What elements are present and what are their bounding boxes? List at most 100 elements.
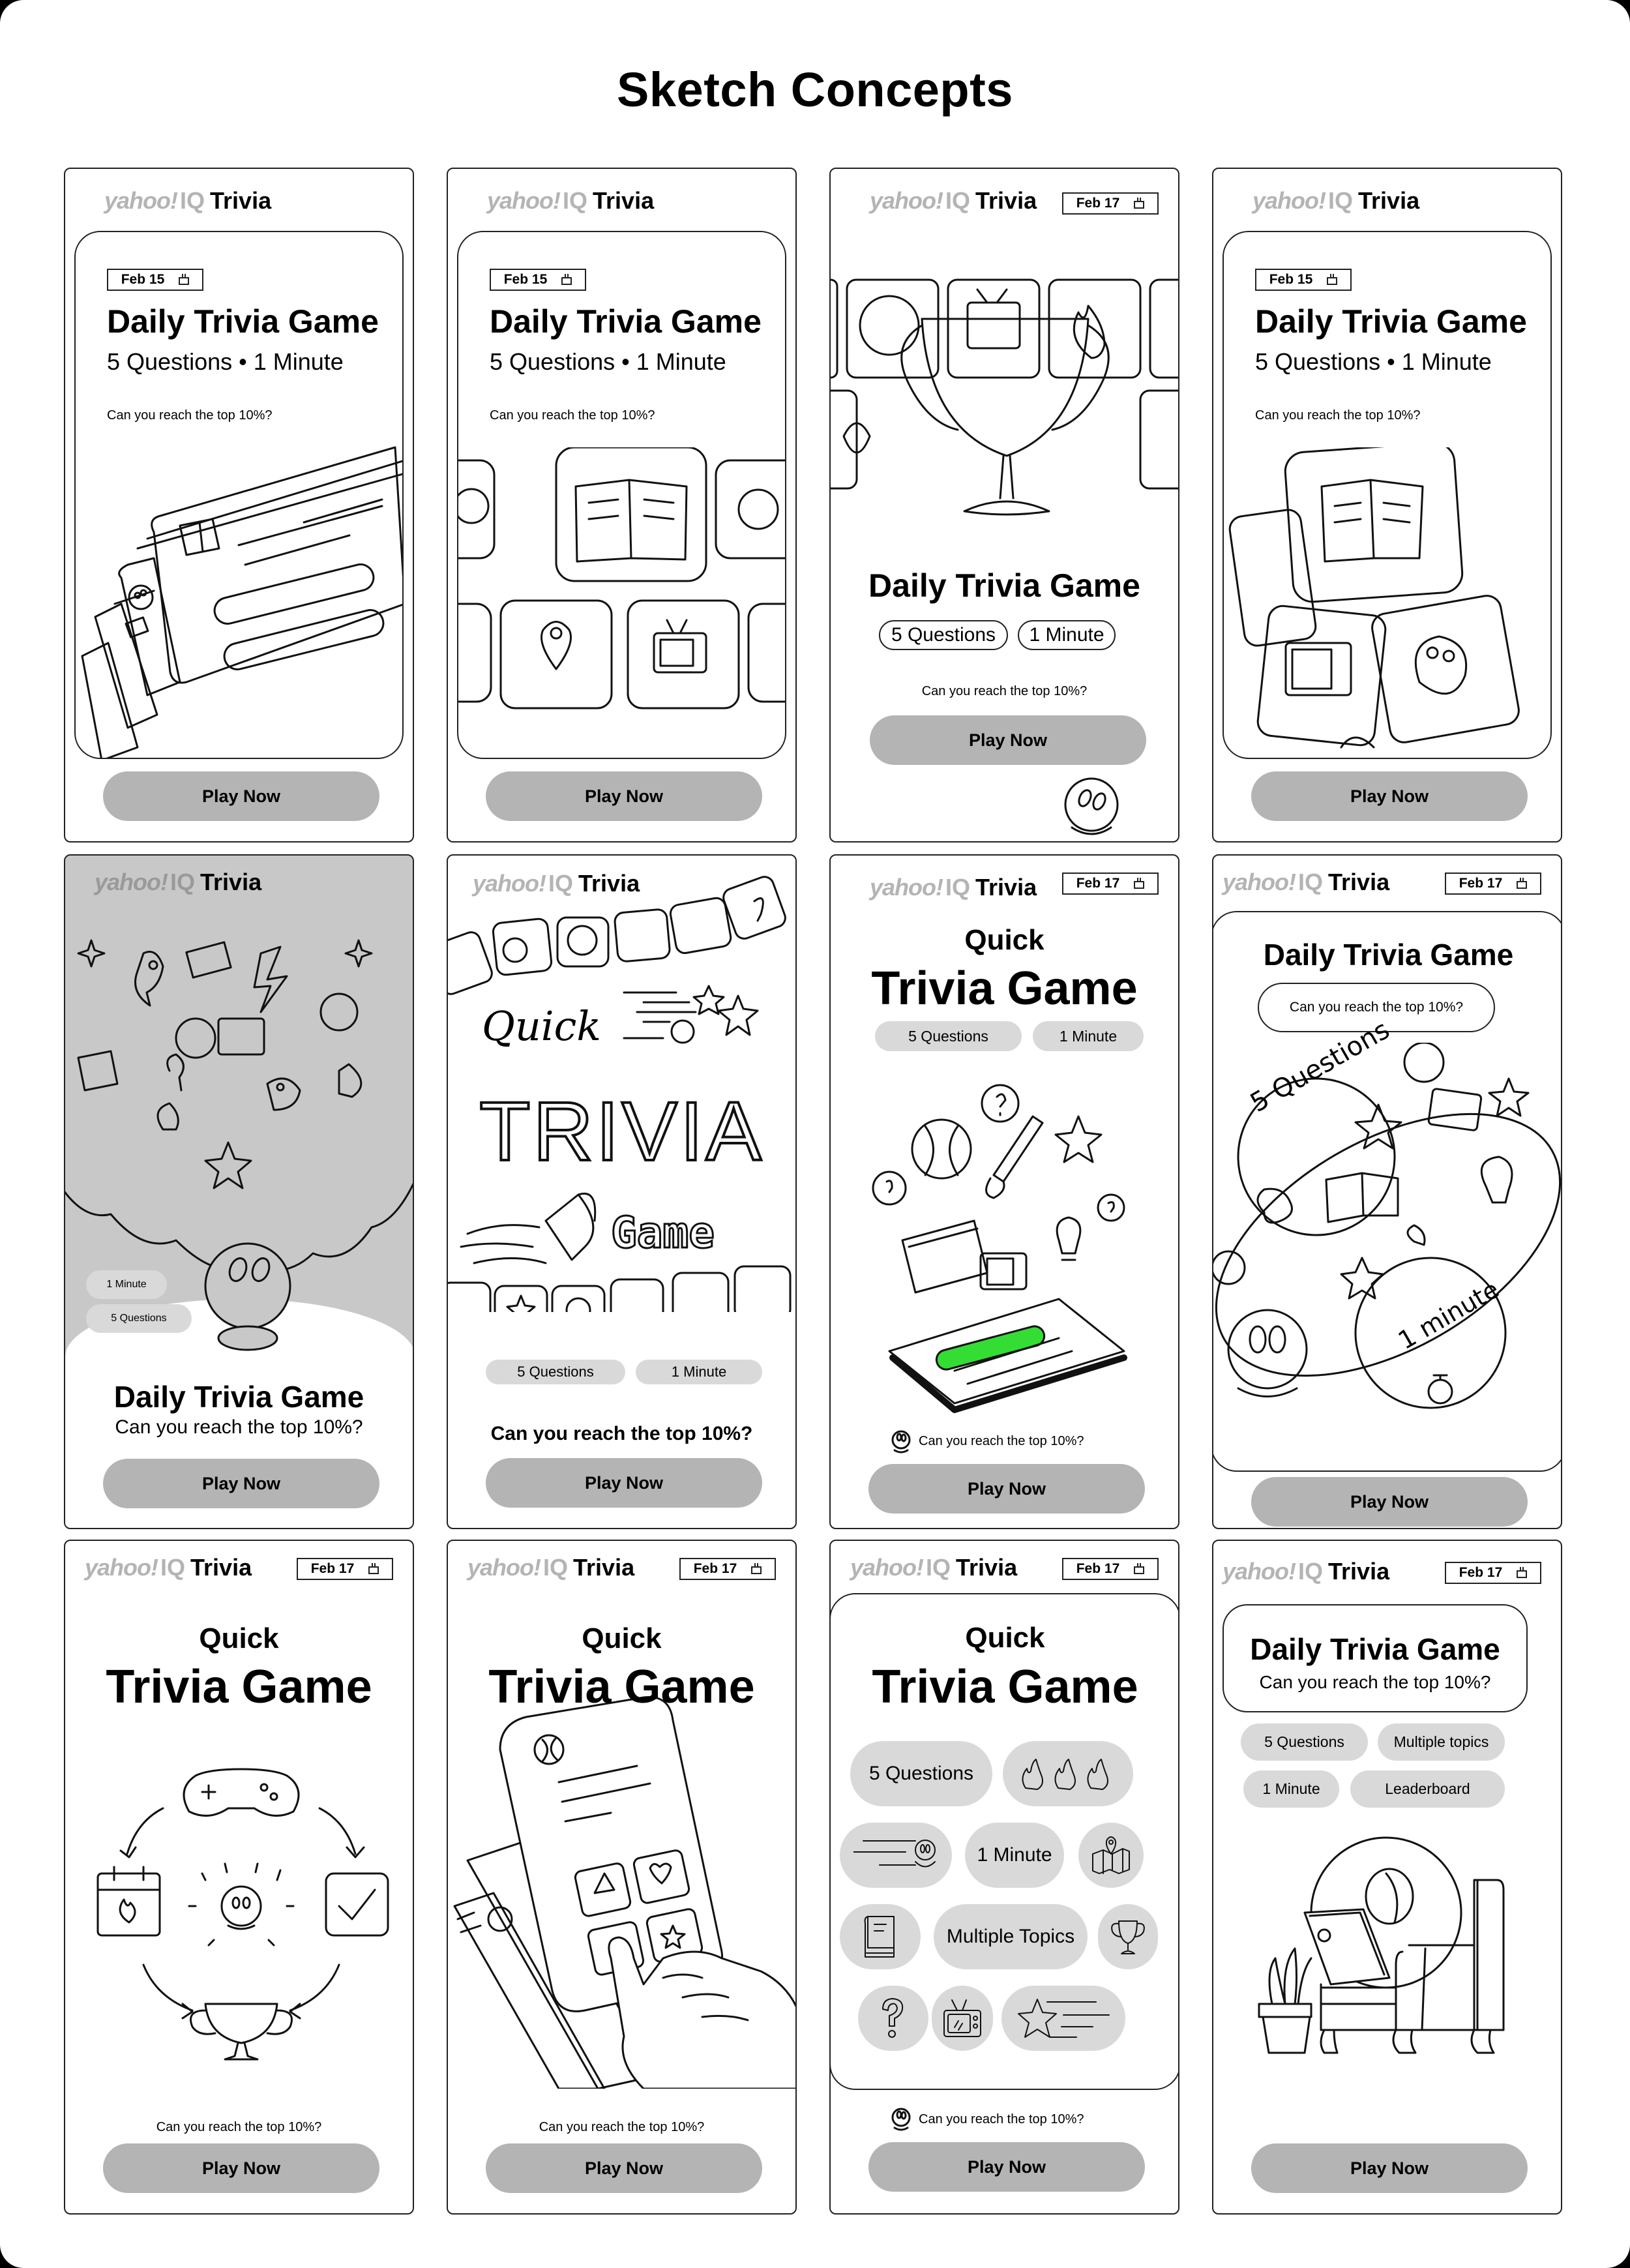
date-label: Feb 17 (310, 1561, 355, 1576)
iq-wordmark: IQ (945, 187, 971, 214)
date-badge[interactable]: Feb 17 (1062, 1558, 1159, 1580)
iq-wordmark: IQ (543, 1554, 569, 1581)
trivia-wordmark: Trivia (593, 187, 655, 214)
trophy-pill (1098, 1904, 1158, 1969)
date-badge[interactable]: Feb 15 (490, 269, 586, 291)
minute-pill: 1 Minute (1033, 1021, 1144, 1051)
date-badge[interactable]: Feb 17 (1445, 873, 1541, 895)
minute-pill: 1 Minute (1243, 1770, 1339, 1808)
play-now-button[interactable]: Play Now (486, 771, 762, 821)
date-label: Feb 17 (1076, 196, 1120, 211)
date-badge[interactable]: Feb 15 (107, 269, 203, 291)
play-now-button[interactable]: Play Now (868, 1464, 1145, 1514)
crystal-ball-icon (204, 1242, 291, 1351)
date-badge[interactable]: Feb 17 (1062, 873, 1159, 895)
trivia-wordmark: Trivia (578, 870, 640, 897)
fire-icon (1022, 1759, 1108, 1790)
questions-pill: 5 Questions (850, 1741, 992, 1806)
play-now-button[interactable]: Play Now (1251, 2143, 1528, 2193)
iq-wordmark: IQ (926, 1554, 951, 1581)
yahoo-wordmark: yahoo! (85, 1554, 158, 1581)
iq-wordmark: IQ (945, 874, 971, 901)
trivia-wordmark: Trivia (573, 1554, 635, 1581)
iq-wordmark: IQ (160, 1554, 186, 1581)
date-label: Feb 15 (503, 272, 548, 287)
play-now-button[interactable]: Play Now (1251, 1477, 1528, 1527)
tv-icon (943, 1999, 981, 2037)
tagline: Can you reach the top 10%? (919, 1434, 1084, 1448)
date-badge[interactable]: Feb 15 (1255, 269, 1352, 291)
date-label: Feb 15 (121, 272, 165, 287)
play-now-button[interactable]: Play Now (868, 2142, 1145, 2192)
game-lettering: Game (610, 1207, 716, 1259)
trivia-wordmark: Trivia (210, 187, 272, 214)
hand-phone-illustration (453, 1695, 795, 2089)
minute-pill: 1 Minute (1018, 620, 1116, 650)
iq-wordmark: IQ (1298, 1558, 1324, 1585)
play-now-button[interactable]: Play Now (486, 2143, 762, 2193)
date-badge[interactable]: Feb 17 (297, 1558, 393, 1580)
trivia-wordmark: Trivia (1358, 187, 1420, 214)
yahoo-wordmark: yahoo! (850, 1554, 924, 1581)
yahoo-wordmark: yahoo! (1222, 869, 1296, 895)
quick-label: Quick (964, 924, 1045, 956)
trivia-wordmark: Trivia (956, 1554, 1018, 1581)
play-now-button[interactable]: Play Now (870, 715, 1146, 765)
crystal-ball-icon (853, 1840, 936, 1868)
calendar-icon (179, 274, 190, 285)
date-badge[interactable]: Feb 17 (679, 1558, 776, 1580)
questions-pill: 5 Questions (1241, 1723, 1368, 1761)
hero-panel: Feb 15 Daily Trivia Game 5 Questions • 1… (1222, 231, 1552, 759)
calendar-icon (561, 274, 572, 285)
date-badge[interactable]: Feb 17 (1062, 192, 1159, 215)
play-now-button[interactable]: Play Now (103, 771, 379, 821)
book-pill (840, 1904, 921, 1969)
date-badge[interactable]: Feb 17 (1445, 1562, 1541, 1584)
trivia-wordmark: Trivia (200, 869, 262, 895)
trivia-wordmark: Trivia (975, 187, 1037, 214)
calendar-icon (1517, 878, 1528, 889)
iq-wordmark: IQ (548, 870, 574, 897)
game-meta: 5 Questions • 1 Minute (1255, 348, 1492, 375)
cycle-illustration (96, 1768, 389, 2061)
tagline: Can you reach the top 10%? (1255, 408, 1421, 423)
leaderboard-pill: Leaderboard (1350, 1770, 1505, 1808)
calendar-icon (1517, 1567, 1528, 1578)
calendar-icon (1134, 198, 1145, 209)
game-title: Daily Trivia Game (1263, 938, 1514, 972)
yahoo-wordmark: yahoo! (473, 870, 546, 897)
play-now-button[interactable]: Play Now (486, 1458, 762, 1508)
icon-tiles-illustration (458, 447, 785, 709)
hero-panel: Feb 15 Daily Trivia Game 5 Questions • 1… (457, 231, 786, 759)
play-now-button[interactable]: Play Now (1251, 771, 1528, 821)
tagline: Can you reach the top 10%? (490, 1423, 753, 1444)
yahoo-wordmark: yahoo! (487, 187, 561, 214)
tagline: Can you reach the top 10%? (919, 2112, 1084, 2126)
tv-pill (932, 1986, 993, 2051)
yahoo-wordmark: yahoo! (870, 187, 943, 214)
play-now-button[interactable]: Play Now (103, 1459, 379, 1508)
speed-ball-pill (840, 1823, 952, 1888)
page-title: Sketch Concepts (617, 63, 1013, 117)
calendar-icon (1134, 1563, 1145, 1574)
star-pill (1001, 1986, 1125, 2051)
questions-pill: 5 Questions (879, 620, 1008, 650)
hero-panel: Quick Trivia Game 5 Questions 1 Minute (831, 1593, 1178, 2090)
play-now-button[interactable]: Play Now (103, 2143, 379, 2193)
date-label: Feb 17 (693, 1561, 737, 1576)
tagline: Can you reach the top 10%? (921, 684, 1088, 698)
